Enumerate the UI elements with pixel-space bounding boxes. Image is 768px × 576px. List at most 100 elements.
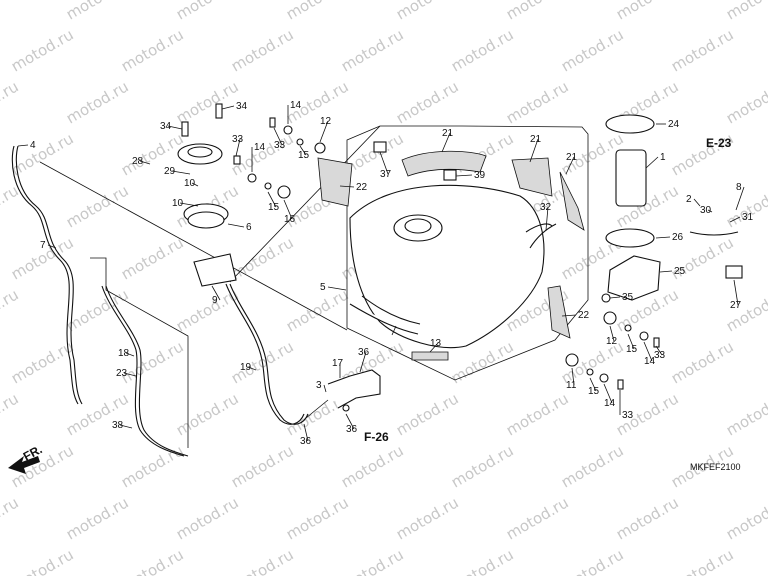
callout-19: 19: [240, 362, 252, 373]
watermark-text: motod.ru: [0, 285, 22, 335]
callout-23: 23: [116, 368, 128, 379]
fuel-pump: [615, 149, 647, 207]
tank-trim-strip: [349, 303, 419, 335]
watermark-text: motod.ru: [338, 25, 407, 75]
frame-guide-line: [39, 161, 348, 331]
callout-leader: [319, 120, 329, 143]
watermark-text: motod.ru: [558, 545, 627, 576]
ref-e23: E-23: [706, 136, 732, 150]
callout-3: 3: [316, 380, 322, 391]
callout-33: 33: [232, 134, 244, 145]
watermark-text: motod.ru: [723, 181, 768, 231]
watermark-text: motod.ru: [668, 25, 737, 75]
callout-leader: [609, 296, 621, 299]
callout-36: 36: [358, 347, 370, 358]
callout-31: 31: [742, 212, 754, 223]
callout-leader: [227, 223, 245, 228]
grommet-12: [603, 311, 617, 325]
callout-leader: [735, 186, 745, 211]
callout-leader: [429, 342, 439, 353]
callout-leader: [221, 105, 235, 110]
callout-leader: [345, 413, 355, 430]
washer-14: [283, 125, 293, 135]
watermark-text: motod.ru: [173, 77, 242, 127]
fuel-feed-hose: [689, 231, 739, 236]
tank-bracket-17: [327, 369, 381, 409]
watermark-text: motod.ru: [723, 493, 768, 543]
callout-4: 4: [30, 140, 36, 151]
callout-leader: [627, 333, 635, 350]
diagram-code: MKFEF2100: [690, 462, 741, 472]
callout-10: 10: [184, 178, 196, 189]
callout-12: 12: [606, 336, 618, 347]
callout-leader: [545, 206, 549, 231]
callout-27: 27: [730, 300, 742, 311]
bolt-32: [617, 379, 624, 390]
callout-leader: [529, 138, 539, 163]
drain-hose-19: [229, 283, 309, 425]
callout-leader: [603, 383, 613, 404]
watermark-text: motod.ru: [613, 0, 682, 23]
side-rubber-pad: [547, 285, 571, 339]
callout-33: 33: [274, 140, 286, 151]
watermark-text: motod.ru: [393, 389, 462, 439]
callout-leader: [609, 325, 615, 342]
callout-leader: [359, 351, 367, 373]
callout-21: 21: [442, 128, 454, 139]
watermark-text: motod.ru: [283, 493, 352, 543]
watermark-text: motod.ru: [503, 389, 572, 439]
tank-mount-pad: [411, 351, 449, 361]
callout-36: 36: [300, 436, 312, 447]
frame-guide-line: [229, 125, 381, 283]
callout-9: 9: [212, 295, 218, 306]
callout-30: 30: [700, 205, 712, 216]
bolt-33: [181, 121, 189, 137]
tank-cover-panel: [559, 171, 585, 231]
callout-leader: [299, 145, 307, 156]
callout-13: 13: [430, 338, 442, 349]
callout-layer: 1234567891010111212131414141415151515161…: [17, 100, 754, 447]
callout-leader: [693, 198, 701, 207]
watermark-text: motod.ru: [8, 337, 77, 387]
collar-15: [296, 138, 304, 146]
watermark-text: motod.ru: [448, 545, 517, 576]
callout-14: 14: [254, 142, 266, 153]
ref-f26: F-26: [364, 430, 389, 444]
hose-connector-27: [725, 265, 743, 279]
callout-24: 24: [668, 119, 680, 130]
callout-leader: [167, 125, 183, 130]
washer-14: [639, 331, 649, 341]
watermark-text: motod.ru: [228, 441, 297, 491]
bolt-32: [233, 155, 241, 165]
watermark-text: motod.ru: [0, 389, 22, 439]
watermark-text: motod.ru: [8, 129, 77, 179]
watermark-text: motod.ru: [63, 389, 132, 439]
callout-22: 22: [356, 182, 368, 193]
callout-28: 28: [132, 156, 144, 167]
callout-leader: [455, 174, 473, 177]
tank-cover-panel: [511, 157, 553, 197]
vent-hose: [525, 223, 553, 233]
callout-7: 7: [40, 240, 46, 251]
watermark-text: motod.ru: [63, 0, 132, 23]
tank-filler-ring: [404, 218, 432, 234]
callout-6: 6: [246, 222, 252, 233]
callout-leader: [211, 285, 221, 301]
watermark-text: motod.ru: [668, 545, 737, 576]
watermark-text: motod.ru: [393, 0, 462, 23]
callout-36: 36: [346, 424, 358, 435]
callout-leader: [655, 345, 663, 356]
watermark-text: motod.ru: [338, 441, 407, 491]
grommet-12: [314, 142, 326, 154]
callout-leader: [589, 377, 597, 392]
collar-15: [624, 324, 632, 332]
callout-29: 29: [164, 166, 176, 177]
bolt-33: [215, 103, 223, 119]
callout-leader: [733, 279, 739, 306]
grommet-11: [565, 353, 579, 367]
watermark-text: motod.ru: [173, 0, 242, 23]
callout-16: 16: [284, 214, 296, 225]
drain-hose-7: [11, 145, 79, 405]
bolt-32: [653, 337, 660, 348]
callout-leader: [303, 423, 309, 442]
